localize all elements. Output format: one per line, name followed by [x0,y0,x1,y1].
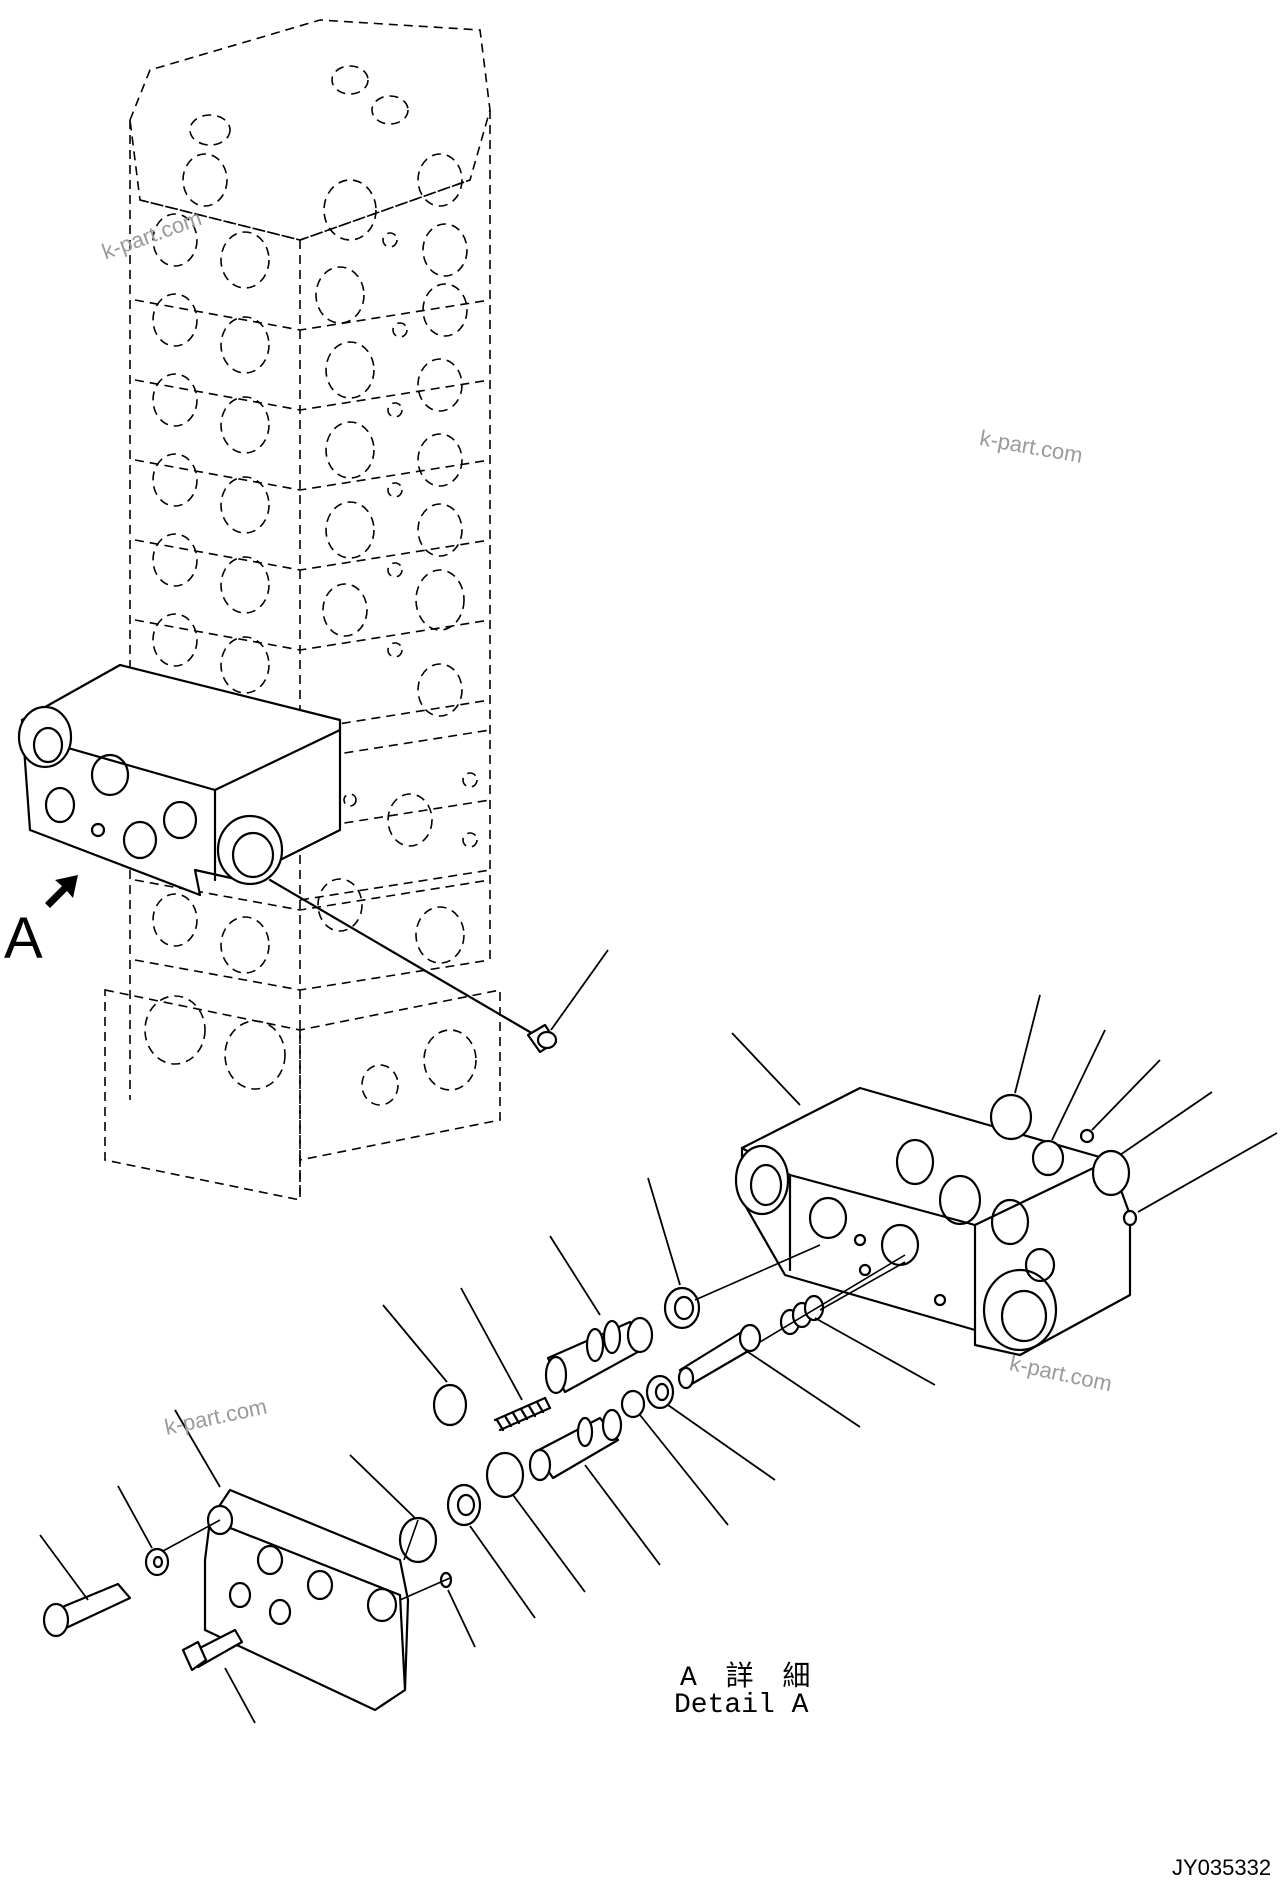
backup-ring [645,1374,675,1410]
installed-valve-block [17,663,342,897]
plate-seal-ring [446,1483,482,1527]
check-valve [528,1408,623,1482]
spool [544,1316,654,1395]
pilot-plug [677,1323,762,1390]
spring [493,1396,552,1432]
bolt [42,1582,132,1638]
small-spring [779,1294,825,1336]
detail-title-en: Detail A [674,1690,809,1721]
washer [144,1547,170,1577]
o-ring-small [620,1389,646,1419]
plate-o-ring [398,1516,438,1564]
view-arrow-icon [45,875,78,908]
o-ring-mid [485,1451,525,1499]
o-ring-set [989,1093,1138,1227]
cover-plate [203,1488,410,1712]
control-valve-body [104,19,501,1201]
o-ring-left [432,1383,468,1427]
view-label: A [4,906,43,971]
seal-ring [663,1286,701,1330]
drawing-number: JY035332 [1172,1855,1272,1880]
small-bolt [181,1628,244,1672]
plug [268,878,558,1054]
detail-title-jp: A 詳 細 [680,1663,817,1694]
